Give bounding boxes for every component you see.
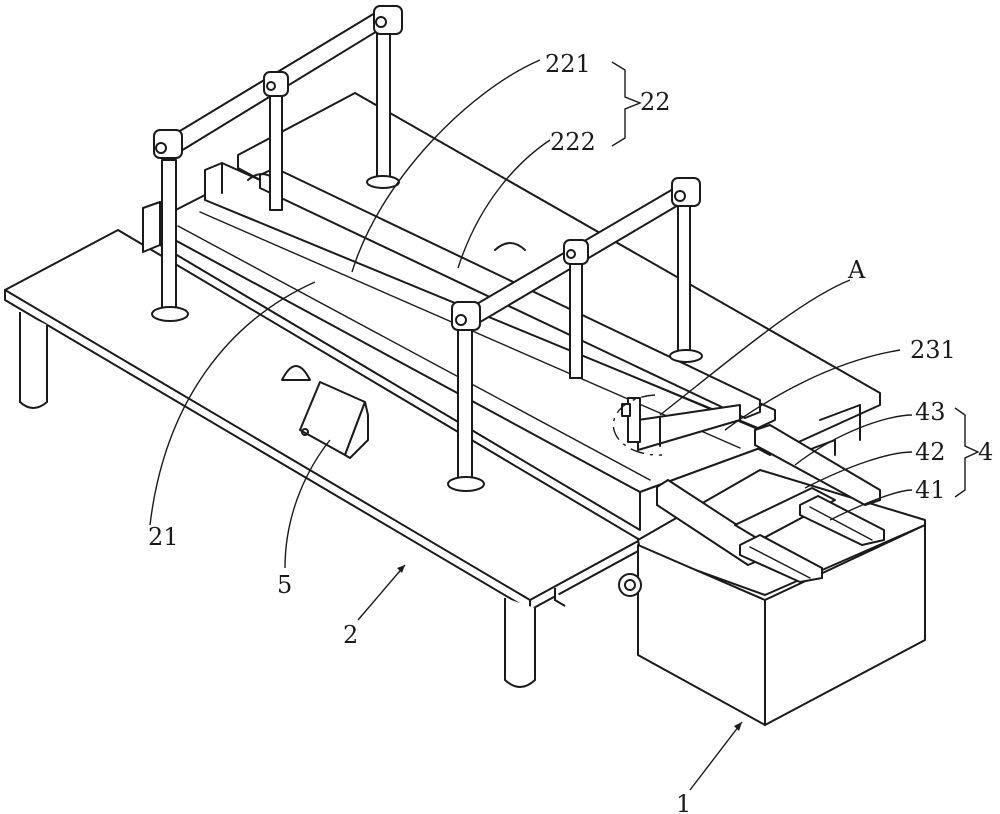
label-42: 42: [915, 438, 946, 466]
label-231: 231: [910, 336, 956, 364]
label-41: 41: [915, 476, 946, 504]
label-4: 4: [978, 438, 993, 466]
label-2: 2: [343, 621, 358, 649]
label-a: A: [847, 256, 866, 284]
label-221: 221: [545, 50, 591, 78]
label-22: 22: [640, 88, 671, 116]
label-1: 1: [676, 790, 691, 814]
label-5: 5: [277, 571, 292, 599]
label-21: 21: [148, 523, 179, 551]
label-222: 222: [550, 128, 596, 156]
label-43: 43: [915, 398, 946, 426]
